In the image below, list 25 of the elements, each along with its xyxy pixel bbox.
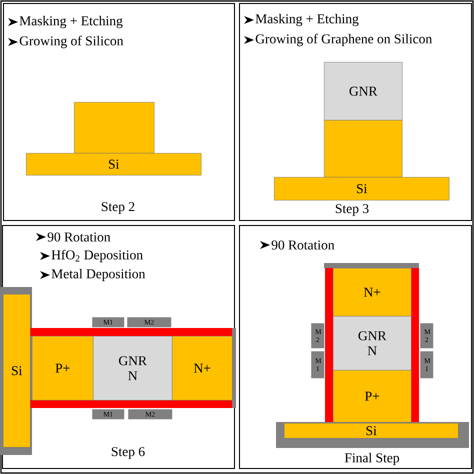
step-caption: Step 6 — [112, 447, 145, 459]
layer-region — [74, 102, 154, 154]
layer-region: P+ — [333, 370, 412, 422]
layer-region: Si — [274, 177, 450, 200]
bullet-item: 90 Rotation — [260, 240, 334, 250]
bullet-item: HfO$_{2}$ Deposition — [40, 250, 143, 262]
step-caption: Step 2 — [102, 202, 134, 214]
bullet-item: Masking + Etching — [8, 16, 123, 28]
layer-region: P+ — [32, 336, 94, 400]
step-caption: Final Step — [344, 452, 400, 466]
layer-region: GNR N — [333, 316, 412, 370]
layer-region: N+ — [172, 336, 232, 400]
bullet-item: 90 Rotation — [36, 232, 110, 242]
layer-region: Si — [3, 294, 30, 448]
layer-region: GNR — [324, 62, 402, 120]
layer-region — [324, 120, 402, 178]
step-caption: Step 3 — [336, 204, 369, 216]
layer-region: GNR N — [93, 336, 172, 400]
bullet-item: Masking + Etching — [244, 14, 359, 26]
layer-region: Si — [284, 423, 458, 438]
layer-region: N+ — [333, 268, 412, 316]
bullet-item: Metal Deposition — [40, 268, 146, 282]
bullet-item: Growing of Silicon — [8, 36, 124, 48]
bullet-item: Growing of Graphene on Silicon — [244, 34, 432, 46]
layer-region: Si — [26, 153, 202, 176]
